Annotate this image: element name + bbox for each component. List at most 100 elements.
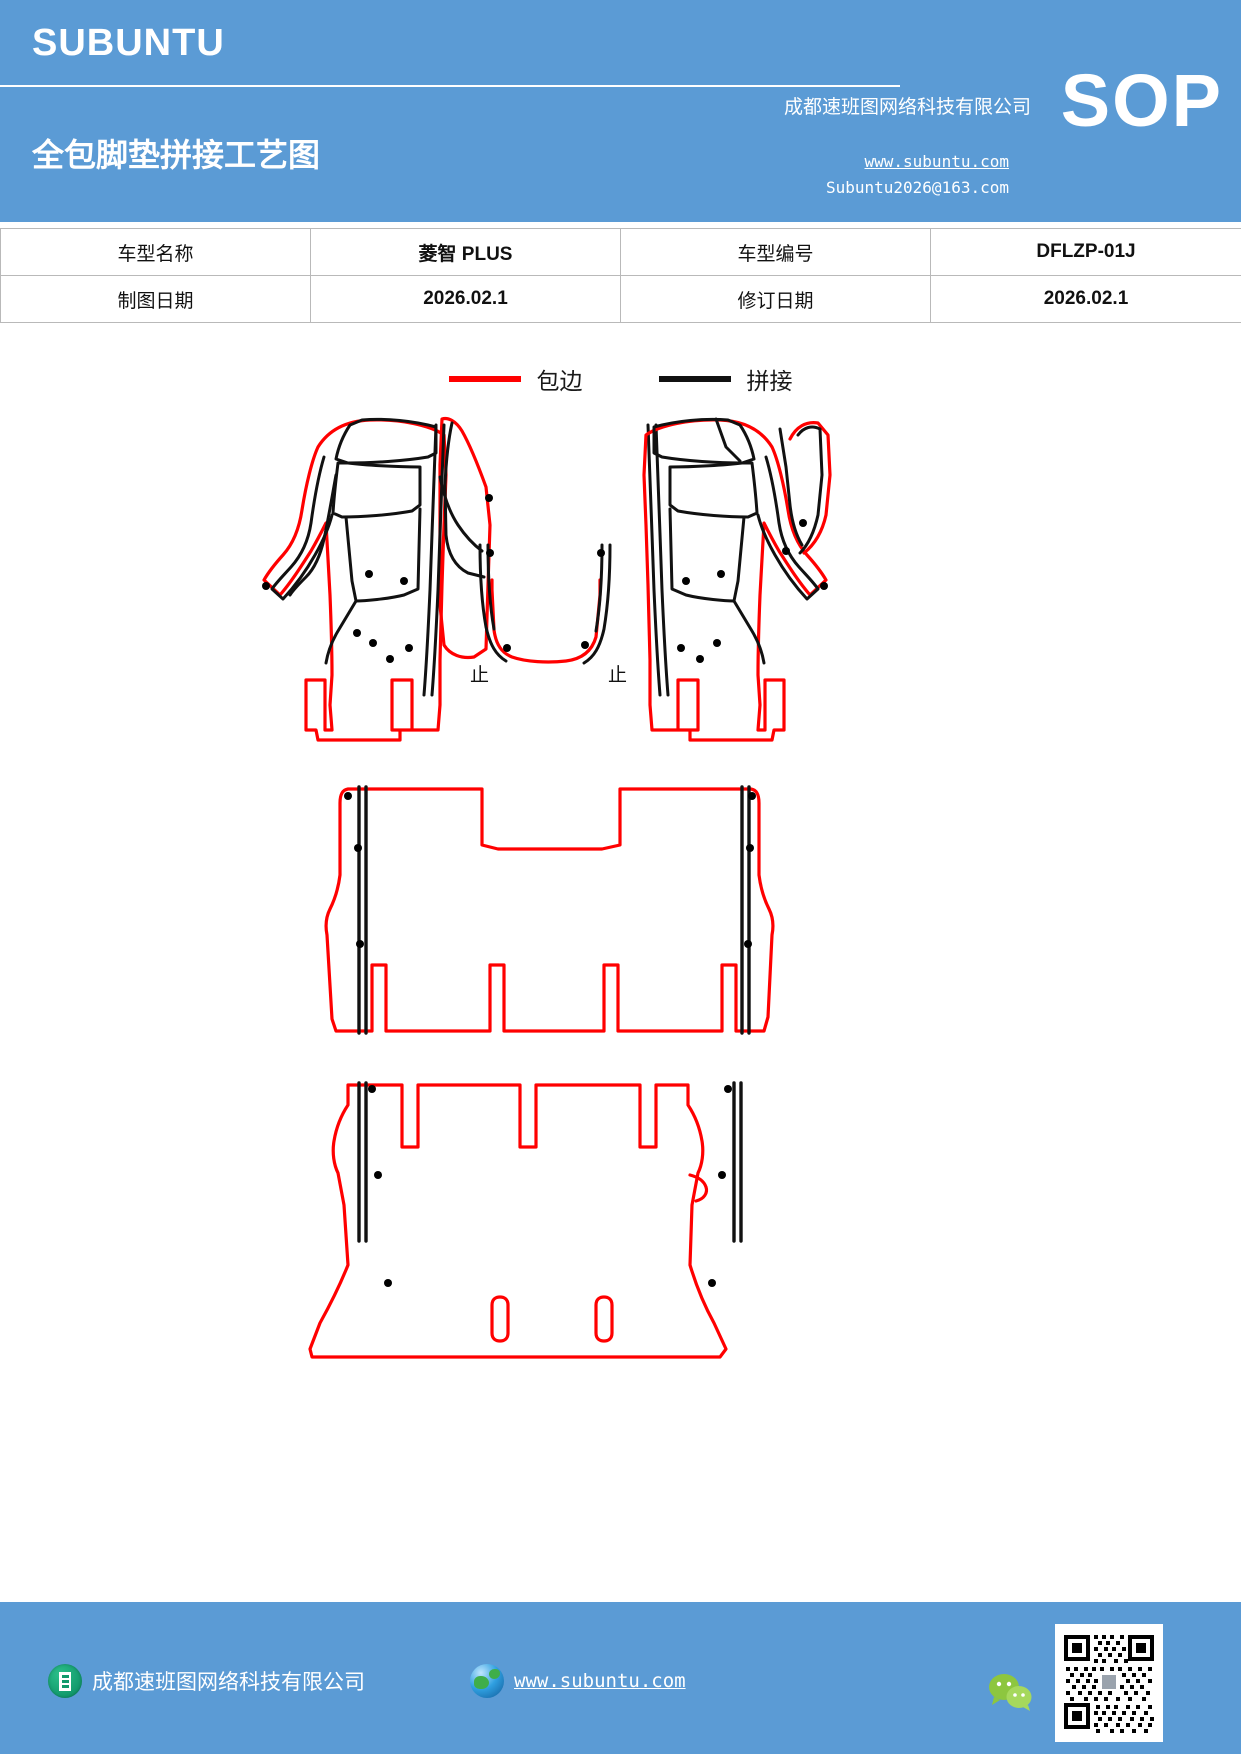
seam-path-left-upper-flap <box>334 417 438 465</box>
edge-path-center-left-tongue <box>438 416 492 660</box>
annotation-stop-right: 止 <box>608 664 627 686</box>
legend-label-seam-splice: 拼接 <box>746 369 793 395</box>
marker-dot <box>486 549 494 557</box>
drawing-legend: 包边 拼接 <box>0 356 1241 402</box>
marker-dot <box>744 940 752 948</box>
marker-dot <box>597 549 605 557</box>
globe-icon <box>470 1664 504 1698</box>
header-website-link[interactable]: www.subuntu.com <box>864 152 1010 171</box>
seam-path-center-left-inner <box>438 475 484 553</box>
cell-model-code-label: 车型编号 <box>620 228 931 276</box>
legend-label-edge-binding: 包边 <box>536 369 583 395</box>
table-row: 车型名称 菱智 PLUS 车型编号 DFLZP-01J <box>0 228 1241 276</box>
seam-path-right-far-flap <box>796 425 824 555</box>
seam-path-long-strip-right2 <box>654 423 670 697</box>
marker-dot <box>485 494 493 502</box>
seam-path-left-inner-band <box>288 473 338 597</box>
floor-mat-technical-drawing: 止 止 <box>0 405 1241 1405</box>
cell-draw-date-value: 2026.02.1 <box>310 275 621 323</box>
marker-dot <box>696 655 704 663</box>
seam-path-right-far-inner <box>778 427 804 547</box>
page-header: SUBUNTU 全包脚垫拼接工艺图 成都速班图网络科技有限公司 www.subu… <box>0 0 1241 222</box>
seam-path-long-strip-right <box>646 423 662 697</box>
seam-path-center-left-tongue <box>443 421 486 579</box>
edge-path-right-far-flap <box>788 421 832 555</box>
seam-path-long-strip-left <box>422 423 438 697</box>
footer-company-name: 成都速班图网络科技有限公司 <box>92 1670 365 1694</box>
vehicle-info-table: 车型名称 菱智 PLUS 车型编号 DFLZP-01J 制图日期 2026.02… <box>0 228 1241 323</box>
marker-dot <box>369 639 377 647</box>
legend-swatch-red-icon <box>448 376 521 382</box>
marker-dot <box>677 644 685 652</box>
marker-dot <box>708 1279 716 1287</box>
marker-dot <box>713 639 721 647</box>
cell-model-name-label: 车型名称 <box>0 228 311 276</box>
annotation-stop-left: 止 <box>470 664 489 686</box>
panel-third-row-mat <box>308 1081 743 1359</box>
marker-dot <box>724 1085 732 1093</box>
table-row: 制图日期 2026.02.1 修订日期 2026.02.1 <box>0 275 1241 323</box>
header-divider <box>0 85 900 87</box>
seam-path-left-body-edge <box>344 507 422 603</box>
marker-dot <box>344 792 352 800</box>
edge-path-third-row-slot-left <box>490 1295 510 1343</box>
cell-model-name-value: 菱智 PLUS <box>310 228 621 276</box>
marker-dot <box>356 940 364 948</box>
seam-path-long-strip-left2 <box>430 423 446 697</box>
wechat-icon <box>988 1672 1034 1712</box>
seam-path-center-tunnel-right <box>582 543 612 665</box>
mat-pattern-svg: 止 止 <box>262 416 832 1359</box>
edge-path-third-row-right-bump <box>688 1173 709 1203</box>
panel-second-row-mat <box>324 785 775 1035</box>
marker-dot <box>365 570 373 578</box>
brand-logo: SUBUNTU <box>32 22 225 64</box>
edge-path-right-outer <box>642 418 828 742</box>
legend-item-seam-splice: 拼接 <box>658 362 793 396</box>
marker-dot <box>354 844 362 852</box>
marker-dot <box>262 582 270 590</box>
footer-website-block[interactable]: www.subuntu.com <box>470 1664 686 1698</box>
building-icon <box>48 1664 82 1698</box>
marker-dot <box>368 1085 376 1093</box>
edge-path-left-outer <box>262 418 448 742</box>
marker-dot <box>353 629 361 637</box>
marker-dot <box>799 519 807 527</box>
header-email[interactable]: Subuntu2026@163.com <box>825 178 1009 197</box>
marker-dot <box>682 577 690 585</box>
edge-path-second-row <box>324 787 775 1033</box>
seam-path-right-notch <box>714 417 742 463</box>
marker-dot <box>374 1171 382 1179</box>
seam-path-left-mid-flap <box>331 461 422 519</box>
edge-path-center-tunnel <box>490 578 602 664</box>
cell-draw-date-label: 制图日期 <box>0 275 311 323</box>
panel-front-row-mat-assembly: 止 止 <box>262 416 832 742</box>
qr-code <box>1055 1624 1163 1742</box>
seam-path-right-side-long <box>756 455 820 601</box>
legend-swatch-black-icon <box>658 376 731 382</box>
seam-path-center-tunnel-left <box>478 543 508 663</box>
seam-path-left-lower <box>324 599 358 665</box>
edge-path-third-row-slot-right <box>594 1295 614 1343</box>
marker-dot <box>748 792 756 800</box>
footer-website-link[interactable]: www.subuntu.com <box>514 1670 686 1692</box>
marker-dot <box>386 655 394 663</box>
seam-path-right-lower <box>732 599 766 665</box>
cell-revision-date-value: 2026.02.1 <box>930 275 1241 323</box>
marker-dot <box>503 644 511 652</box>
legend-item-edge-binding: 包边 <box>448 362 583 396</box>
cell-model-code-value: DFLZP-01J <box>930 228 1241 276</box>
marker-dot <box>581 641 589 649</box>
cell-revision-date-label: 修订日期 <box>620 275 931 323</box>
page-footer: 成都速班图网络科技有限公司 www.subuntu.com <box>0 1602 1241 1754</box>
marker-dot <box>746 844 754 852</box>
marker-dot <box>405 644 413 652</box>
seam-path-left-side-long <box>270 455 334 601</box>
seam-path-right-body-edge <box>668 507 746 603</box>
marker-dot <box>820 582 828 590</box>
seam-path-right-mid-flap <box>668 461 759 519</box>
document-title: 全包脚垫拼接工艺图 <box>32 136 321 174</box>
marker-dot <box>782 547 790 555</box>
marker-dot <box>717 570 725 578</box>
seam-path-right-upper-flap <box>652 417 756 465</box>
header-company-name: 成都速班图网络科技有限公司 <box>783 96 1031 118</box>
